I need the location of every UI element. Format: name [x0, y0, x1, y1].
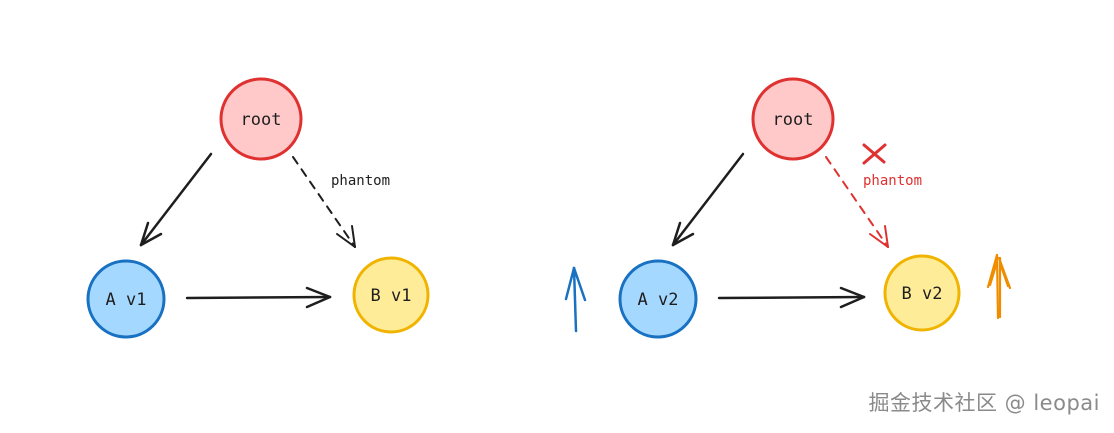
right-root-circle: [751, 77, 835, 161]
left-root-to-a-arrow: [139, 152, 213, 247]
left-a-to-b-arrow: [185, 286, 332, 309]
right-root-label: root: [773, 110, 814, 130]
right-b-circle: [883, 254, 961, 332]
right-diagram: root A v2 B v2: [564, 77, 1012, 339]
right-phantom-label: phantom: [863, 173, 922, 189]
b-upgrade-arrow-icon: [986, 253, 1012, 320]
left-a-node: A v1: [86, 259, 166, 339]
right-phantom-arrow: [825, 156, 889, 248]
left-phantom-arrow: [292, 156, 356, 248]
right-a-circle: [618, 259, 698, 339]
a-upgrade-arrow-icon: [564, 266, 587, 333]
left-root-node: root: [219, 77, 303, 161]
left-b-node: B v1: [352, 256, 430, 334]
right-b-label: B v2: [902, 284, 943, 304]
left-root-label: root: [241, 110, 282, 130]
right-a-to-b-arrow: [717, 286, 866, 309]
right-root-to-a-arrow: [671, 152, 745, 247]
left-phantom-label: phantom: [331, 173, 390, 189]
left-a-label: A v1: [106, 290, 147, 310]
left-b-circle: [352, 256, 430, 334]
left-diagram: root A v1 B v1 phantom: [86, 77, 430, 339]
watermark: 掘金技术社区 @ leopai: [868, 391, 1100, 415]
right-b-node: B v2: [883, 254, 961, 332]
right-a-label: A v2: [638, 290, 679, 310]
left-b-label: B v1: [371, 286, 412, 306]
left-root-circle: [219, 77, 303, 161]
broken-x-mark-icon: [862, 143, 887, 165]
left-a-circle: [86, 259, 166, 339]
right-a-node: A v2: [618, 259, 698, 339]
right-root-node: root: [751, 77, 835, 161]
